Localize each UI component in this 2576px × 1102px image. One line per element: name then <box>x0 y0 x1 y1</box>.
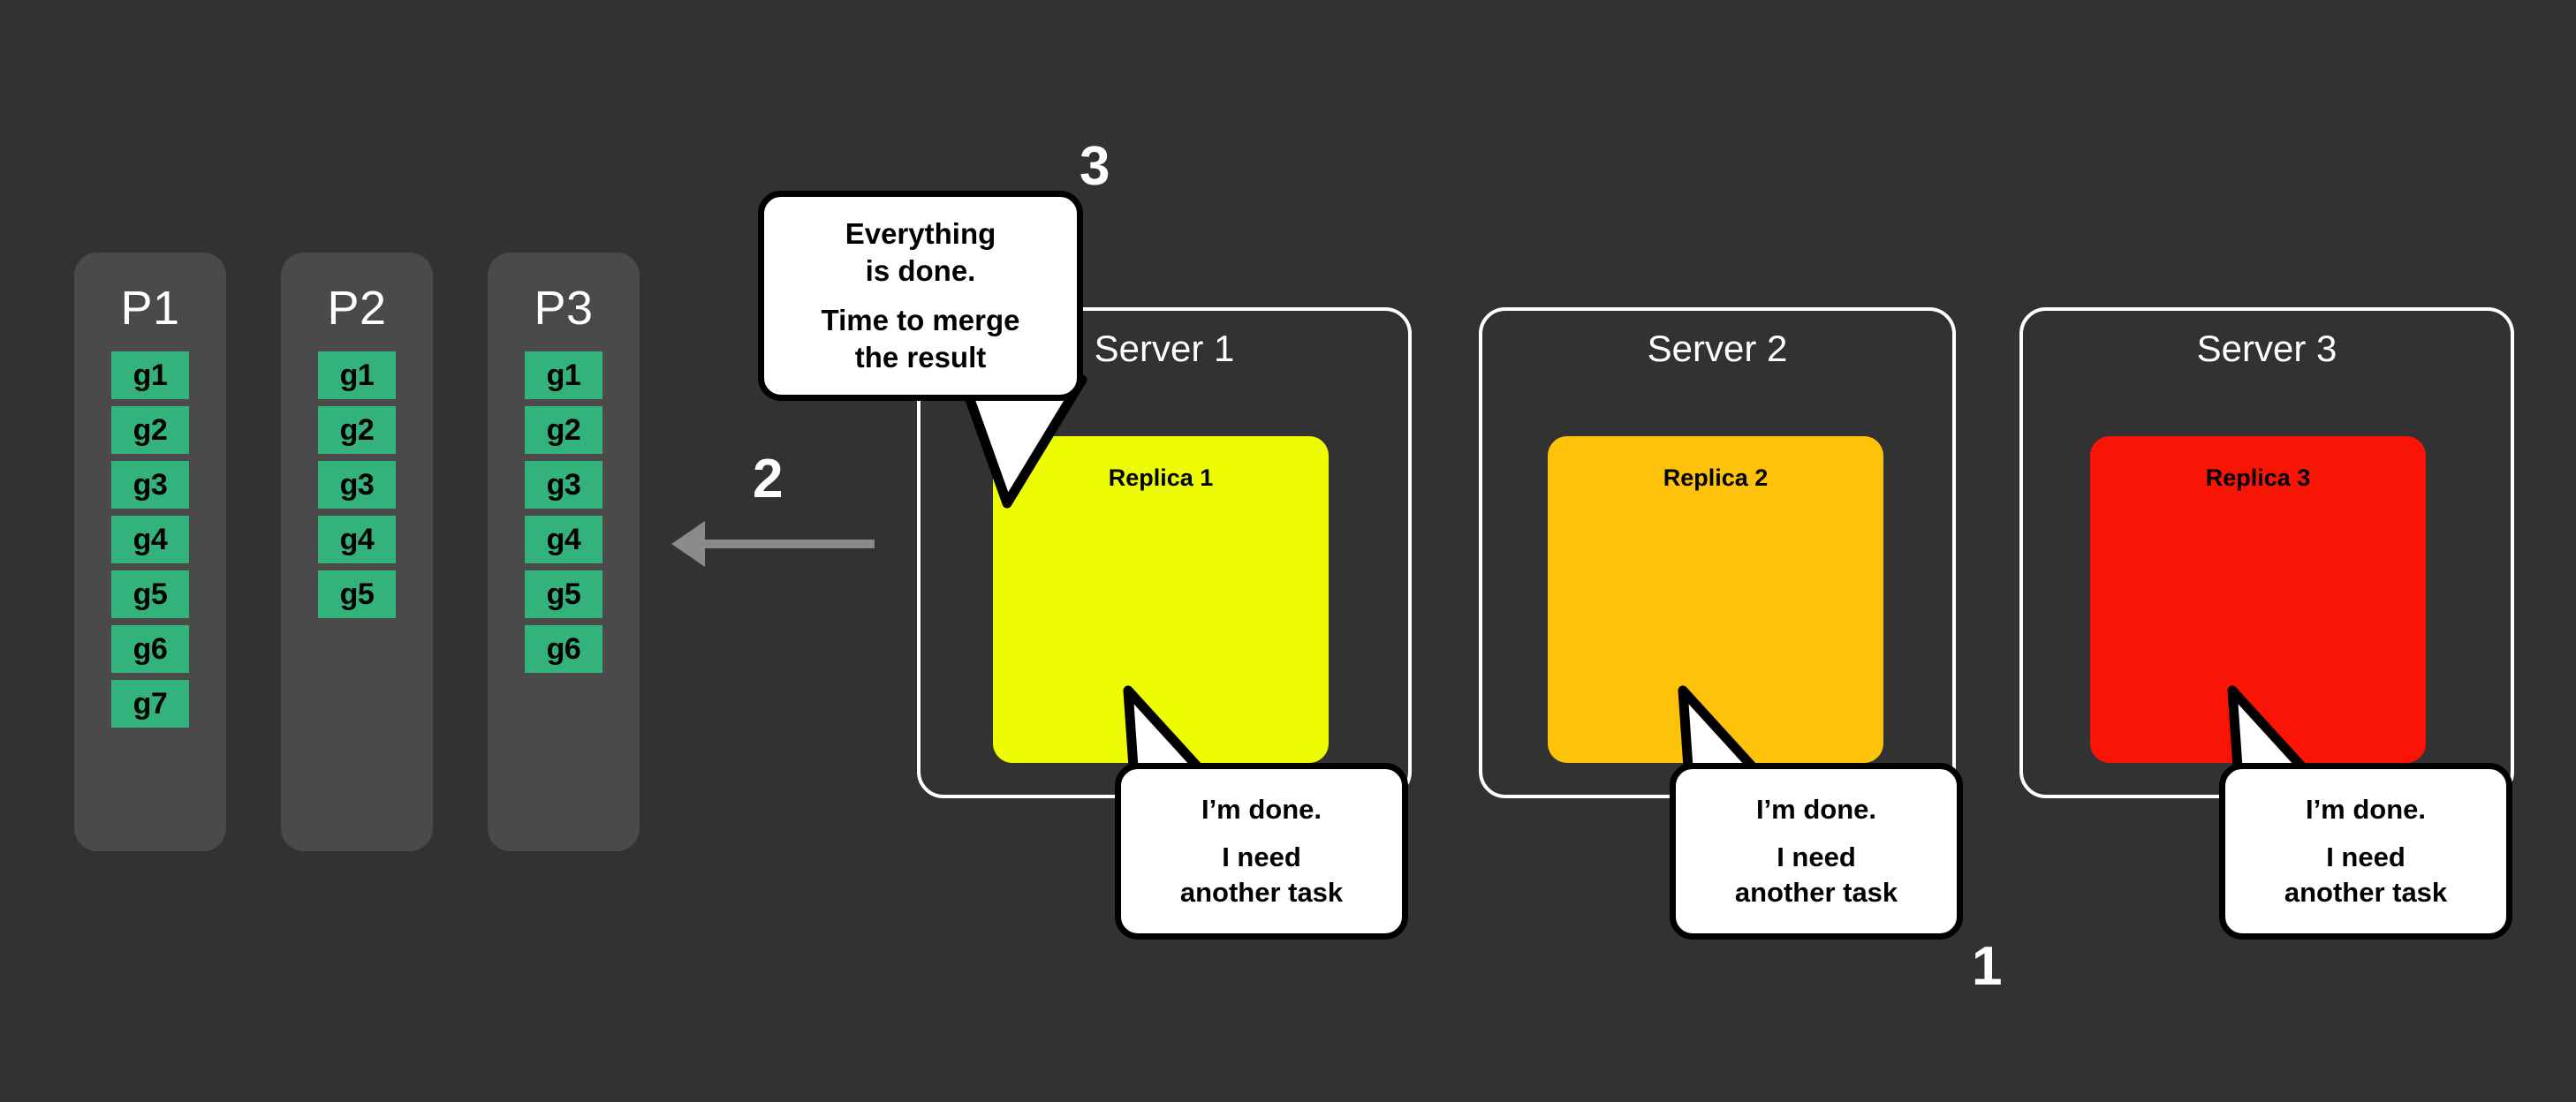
step-label-2: 2 <box>753 449 784 509</box>
task-block[interactable]: g6 <box>111 625 189 673</box>
done-speech-bubble-2: I’m done. I need another task <box>1670 763 1963 940</box>
arrow-shaft <box>703 540 875 548</box>
step-label-1: 1 <box>1972 936 2003 997</box>
bubble-line: I’m done. <box>2305 794 2427 826</box>
task-block[interactable]: g5 <box>318 570 396 618</box>
bubble-line: Everything <box>845 216 996 250</box>
partition-p1: P1 g1 g2 g3 g4 g5 g6 g7 <box>74 253 226 851</box>
task-block[interactable]: g3 <box>525 461 602 509</box>
bubble-line: another task <box>1179 876 1344 908</box>
server-title: Server 1 <box>1094 328 1235 369</box>
task-block[interactable]: g2 <box>111 406 189 454</box>
partition-task-list: g1 g2 g3 g4 g5 g6 g7 <box>74 351 226 728</box>
replica-label: Replica 2 <box>1663 464 1769 491</box>
bubble-line: I need <box>1777 842 1856 873</box>
replica-2[interactable]: Replica 2 <box>1548 436 1883 763</box>
task-block[interactable]: g3 <box>111 461 189 509</box>
task-block[interactable]: g3 <box>318 461 396 509</box>
bubble-line: I need <box>2326 842 2406 873</box>
task-block[interactable]: g4 <box>111 516 189 563</box>
arrow-head-icon <box>671 521 705 567</box>
partition-task-list: g1 g2 g3 g4 g5 g6 <box>488 351 640 673</box>
task-block[interactable]: g5 <box>525 570 602 618</box>
replica-1[interactable]: Replica 1 <box>993 436 1329 763</box>
task-block[interactable]: g4 <box>318 516 396 563</box>
bubble-line: the result <box>854 341 987 374</box>
task-block[interactable]: g1 <box>111 351 189 399</box>
partition-p3: P3 g1 g2 g3 g4 g5 g6 <box>488 253 640 851</box>
partition-p2: P2 g1 g2 g3 g4 g5 <box>281 253 433 851</box>
merge-speech-bubble: Everything is done. Time to merge the re… <box>758 191 1083 401</box>
task-block[interactable]: g4 <box>525 516 602 563</box>
task-block[interactable]: g2 <box>318 406 396 454</box>
bubble-line: I’m done. <box>1201 794 1322 826</box>
server-title: Server 2 <box>1647 328 1788 369</box>
bubble-line: is done. <box>865 253 976 287</box>
partition-title: P2 <box>327 282 387 335</box>
server-title: Server 3 <box>2196 328 2337 369</box>
replica-label: Replica 3 <box>2205 464 2311 491</box>
task-block[interactable]: g6 <box>525 625 602 673</box>
merge-arrow <box>671 521 875 567</box>
replica-label: Replica 1 <box>1108 464 1214 491</box>
task-block[interactable]: g7 <box>111 680 189 728</box>
bubble-line: another task <box>1734 876 1898 908</box>
done-speech-bubble-1: I’m done. I need another task <box>1115 763 1408 940</box>
task-block[interactable]: g1 <box>525 351 602 399</box>
bubble-line: I’m done. <box>1755 794 1877 826</box>
bubble-line: I need <box>1222 842 1301 873</box>
partition-title: P3 <box>534 282 594 335</box>
bubble-line: another task <box>2284 876 2448 908</box>
bubble-line: Time to merge <box>821 304 1020 336</box>
task-block[interactable]: g5 <box>111 570 189 618</box>
task-block[interactable]: g2 <box>525 406 602 454</box>
task-block[interactable]: g1 <box>318 351 396 399</box>
done-speech-bubble-3: I’m done. I need another task <box>2219 763 2512 940</box>
partition-title: P1 <box>120 282 180 335</box>
step-label-3: 3 <box>1080 136 1110 197</box>
partition-task-list: g1 g2 g3 g4 g5 <box>281 351 433 618</box>
replica-3[interactable]: Replica 3 <box>2090 436 2426 763</box>
